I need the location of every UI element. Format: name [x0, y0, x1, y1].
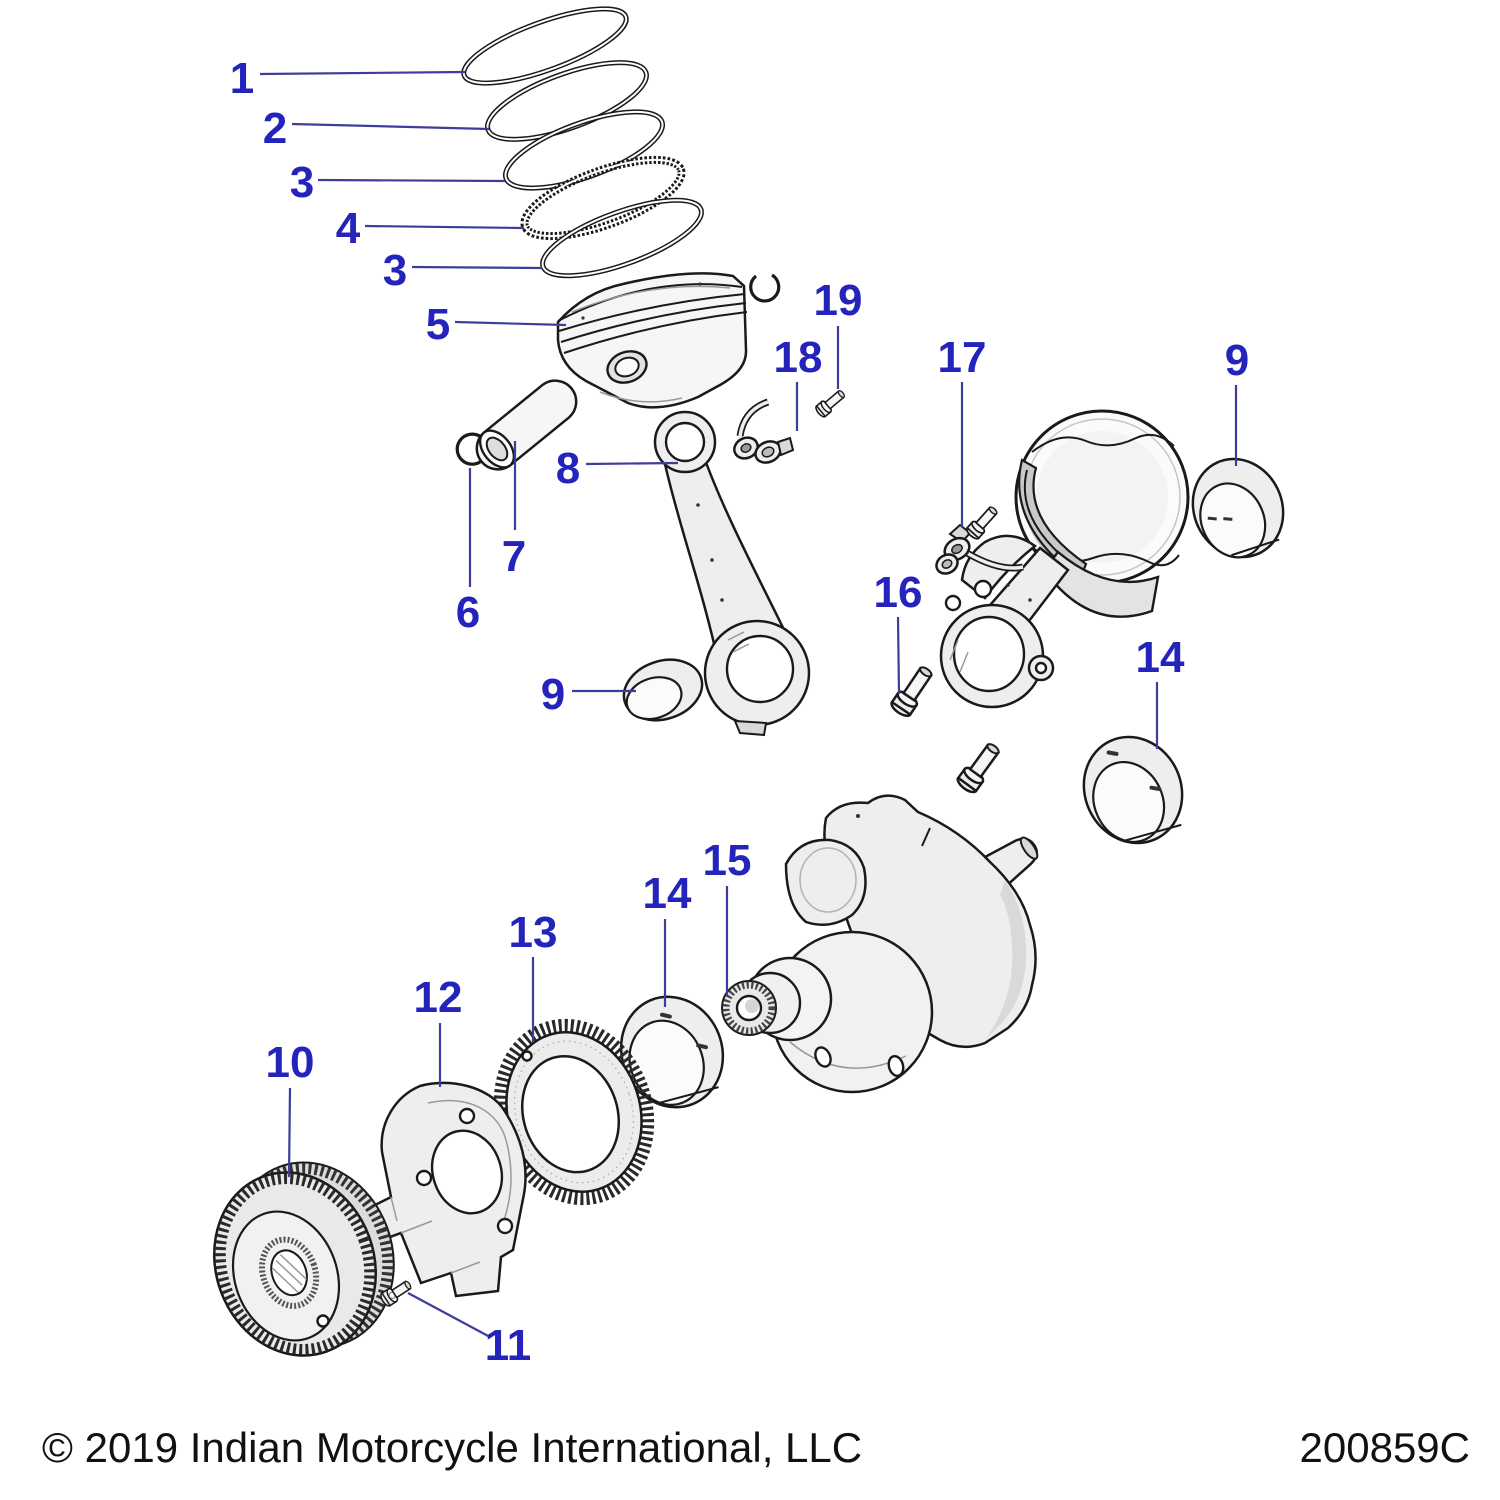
callout-9-right: 9 — [1225, 336, 1249, 385]
callout-18: 18 — [774, 333, 823, 382]
callout-2: 2 — [263, 104, 287, 153]
circlip-upper-illustration — [749, 273, 781, 303]
callout-19: 19 — [814, 276, 863, 325]
leader-line-10 — [287, 1087, 292, 1178]
callout-8: 8 — [556, 444, 580, 493]
oil-jet-front-illustration — [733, 398, 795, 464]
callout-9-left: 9 — [541, 670, 565, 719]
leader-line-2 — [291, 122, 490, 131]
leader-line-3-top — [317, 178, 506, 183]
copyright-text: © 2019 Indian Motorcycle International, … — [42, 1424, 862, 1471]
callout-14-right: 14 — [1136, 633, 1185, 682]
piston-rear-illustration — [1014, 409, 1190, 618]
leader-line-1 — [259, 70, 466, 76]
leader-line-4 — [364, 224, 525, 230]
rod-bearing-right-illustration — [1191, 457, 1285, 559]
leader-line-8 — [585, 461, 679, 466]
oil-ring-expander-illustration — [520, 155, 686, 241]
oil-jet-rear-illustration — [935, 523, 1024, 575]
crankshaft-illustration — [721, 794, 1039, 1094]
oil-ring-rail-lower-illustration — [540, 197, 704, 279]
oil-jet-bolt-rear-illustration — [965, 506, 998, 540]
callout-11: 11 — [485, 1321, 532, 1370]
rod-bolt-1-illustration — [890, 666, 933, 718]
rod-bolt-2-illustration — [956, 743, 1001, 794]
leader-line-16 — [896, 616, 901, 695]
callout-13: 13 — [509, 908, 558, 957]
piston-ring-top-illustration — [461, 6, 629, 86]
callout-3-top: 3 — [290, 158, 314, 207]
callout-16: 16 — [874, 568, 923, 617]
piston-front-illustration — [556, 272, 748, 409]
ring-gear-illustration — [493, 1018, 655, 1206]
callout-1: 1 — [230, 54, 254, 103]
rod-bearing-left-illustration — [622, 658, 704, 722]
callout-6: 6 — [456, 588, 480, 637]
callout-7: 7 — [502, 532, 526, 581]
callout-14-center: 14 — [643, 869, 692, 918]
oil-jet-bolt-front-illustration — [815, 389, 846, 418]
callout-5: 5 — [426, 300, 450, 349]
leader-lines — [259, 70, 1238, 1338]
document-code: 200859C — [1300, 1424, 1470, 1471]
callout-3-bottom: 3 — [383, 246, 407, 295]
callout-10: 10 — [266, 1038, 315, 1087]
connecting-rod-front-illustration — [653, 410, 811, 737]
wrist-pin-illustration — [475, 379, 578, 471]
circlip-illustration — [455, 432, 487, 466]
main-bearing-right-illustration — [1082, 735, 1184, 845]
balance-gear-illustration — [212, 1161, 395, 1357]
callout-12: 12 — [414, 973, 463, 1022]
retainer-plate-illustration — [361, 1081, 527, 1298]
connecting-rod-rear-illustration — [939, 534, 1070, 709]
leader-line-11 — [407, 1292, 491, 1338]
callout-numbers: 1 2 3 4 3 5 6 7 8 9 9 10 11 12 13 14 14 … — [230, 54, 1249, 1370]
oil-ring-rail-upper-illustration — [502, 109, 666, 191]
leader-line-5 — [454, 320, 567, 327]
callout-15: 15 — [703, 836, 752, 885]
gear-bolt-illustration — [380, 1280, 412, 1307]
callout-4: 4 — [336, 204, 361, 253]
callout-17: 17 — [938, 333, 987, 382]
leader-line-3-bottom — [411, 265, 543, 270]
